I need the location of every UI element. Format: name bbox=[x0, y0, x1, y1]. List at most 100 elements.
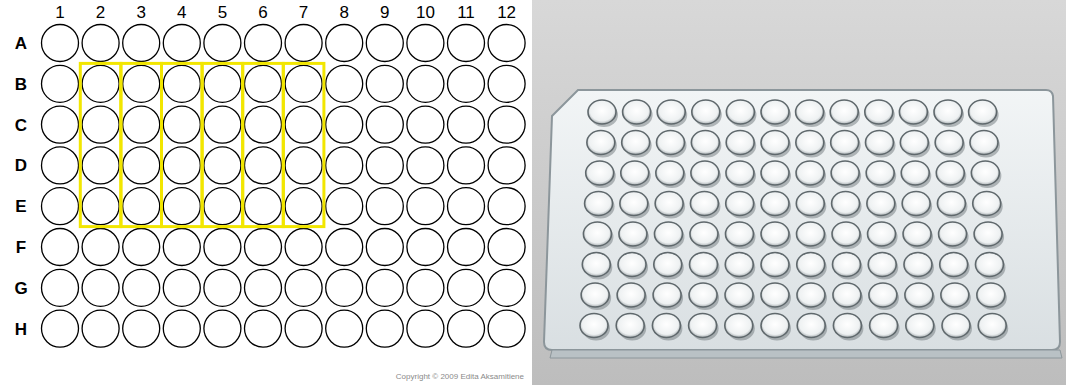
well-circle bbox=[448, 188, 485, 225]
well-circle bbox=[407, 188, 444, 225]
well-circle bbox=[163, 229, 200, 266]
well-circle bbox=[285, 269, 322, 306]
well-circle bbox=[407, 147, 444, 184]
photo-well bbox=[942, 314, 970, 338]
photo-well bbox=[652, 314, 680, 338]
well-circle bbox=[42, 188, 79, 225]
photo-well bbox=[726, 100, 754, 124]
photo-well bbox=[796, 161, 824, 185]
photo-well bbox=[618, 253, 646, 277]
well-circle bbox=[123, 65, 160, 102]
photo-well bbox=[900, 131, 928, 155]
photo-well bbox=[761, 131, 789, 155]
column-number: 5 bbox=[218, 4, 227, 21]
row-letter: C bbox=[15, 116, 27, 133]
well-circle bbox=[488, 310, 525, 347]
photo-well bbox=[726, 131, 754, 155]
photo-well bbox=[975, 253, 1003, 277]
column-number: 3 bbox=[136, 4, 145, 21]
well-circle bbox=[488, 229, 525, 266]
photo-well bbox=[869, 283, 897, 307]
photo-well bbox=[616, 314, 644, 338]
photo-well bbox=[726, 192, 754, 216]
photo-well bbox=[689, 283, 717, 307]
well-grid bbox=[42, 25, 526, 348]
photo-well bbox=[690, 253, 718, 277]
well-circle bbox=[42, 25, 79, 62]
well-circle bbox=[204, 65, 241, 102]
photo-well bbox=[831, 131, 859, 155]
photo-well bbox=[971, 161, 999, 185]
column-number: 7 bbox=[299, 4, 308, 21]
photo-well bbox=[725, 283, 753, 307]
copyright-note: Copyright © 2009 Edita Aksamitiene bbox=[396, 373, 524, 381]
well-circle bbox=[82, 229, 119, 266]
photo-well bbox=[653, 283, 681, 307]
well-circle bbox=[245, 269, 282, 306]
column-number: 1 bbox=[55, 4, 64, 21]
row-letter: B bbox=[15, 75, 27, 92]
photo-well bbox=[865, 131, 893, 155]
photo-well bbox=[621, 161, 649, 185]
diagram-ground bbox=[0, 0, 529, 385]
well-circle bbox=[42, 310, 79, 347]
photo-well bbox=[656, 161, 684, 185]
row-letter: G bbox=[14, 279, 27, 296]
well-circle bbox=[245, 147, 282, 184]
photo-well bbox=[588, 100, 616, 124]
well-circle bbox=[82, 65, 119, 102]
photo-well bbox=[761, 100, 789, 124]
column-number: 12 bbox=[497, 4, 516, 21]
photo-well bbox=[833, 314, 861, 338]
well-circle bbox=[285, 147, 322, 184]
well-circle bbox=[366, 106, 403, 143]
photo-well bbox=[796, 131, 824, 155]
photo-well bbox=[901, 161, 929, 185]
well-circle bbox=[366, 65, 403, 102]
row-letter: H bbox=[15, 320, 27, 337]
well-circle bbox=[163, 25, 200, 62]
well-circle bbox=[326, 188, 363, 225]
photo-well bbox=[903, 222, 931, 246]
plate-skirt bbox=[550, 350, 1062, 358]
photo-well bbox=[937, 192, 965, 216]
column-number: 10 bbox=[416, 4, 435, 21]
selection-box bbox=[283, 63, 324, 226]
photo-well bbox=[905, 283, 933, 307]
selection-box bbox=[162, 63, 203, 226]
photo-well bbox=[969, 100, 997, 124]
well-circle bbox=[326, 25, 363, 62]
photo-well bbox=[935, 131, 963, 155]
photo-well bbox=[902, 192, 930, 216]
photo-well bbox=[977, 283, 1005, 307]
well-circle bbox=[407, 269, 444, 306]
well-circle bbox=[82, 25, 119, 62]
photo-well bbox=[761, 253, 789, 277]
photo-well bbox=[934, 100, 962, 124]
well-circle bbox=[82, 106, 119, 143]
photo-ground bbox=[532, 0, 1066, 385]
well-circle bbox=[407, 106, 444, 143]
photo-well bbox=[940, 253, 968, 277]
well-circle bbox=[326, 229, 363, 266]
photo-well bbox=[617, 283, 645, 307]
plate-body bbox=[544, 90, 1060, 350]
well-circle bbox=[448, 310, 485, 347]
photo-well bbox=[970, 131, 998, 155]
photo-well bbox=[689, 314, 717, 338]
well-circle bbox=[326, 269, 363, 306]
photo-wells bbox=[580, 100, 1008, 341]
photo-well bbox=[655, 192, 683, 216]
column-number: 6 bbox=[258, 4, 267, 21]
photo-well bbox=[586, 161, 614, 185]
photo-well bbox=[690, 192, 718, 216]
photo-well bbox=[761, 192, 789, 216]
photo-well bbox=[726, 161, 754, 185]
photo-well bbox=[581, 283, 609, 307]
photo-well bbox=[797, 283, 825, 307]
photo-well bbox=[582, 253, 610, 277]
photo-well bbox=[725, 222, 753, 246]
well-circle bbox=[204, 310, 241, 347]
